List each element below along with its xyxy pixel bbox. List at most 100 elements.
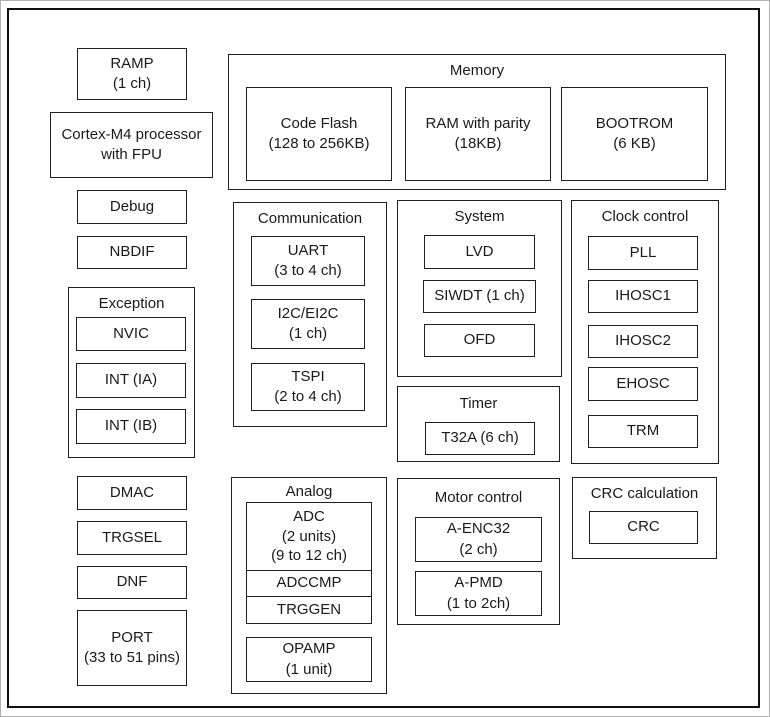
block-crc: CRC <box>589 511 698 544</box>
block-int-ib: INT (IB) <box>76 409 186 444</box>
block-a-enc32-sublabel: (2 ch) <box>459 540 498 558</box>
section-timer: Timer T32A (6 ch) <box>397 386 560 462</box>
block-ihosc1-label: IHOSC1 <box>615 287 671 305</box>
block-tspi-sublabel: (2 to 4 ch) <box>274 388 342 405</box>
block-ofd-label: OFD <box>463 331 496 349</box>
block-trgsel: TRGSEL <box>77 521 187 555</box>
block-ram-label: RAM with parity <box>425 114 531 132</box>
block-crc-label: CRC <box>627 518 660 536</box>
block-debug: Debug <box>77 190 187 224</box>
block-uart-label: UART <box>287 241 329 259</box>
block-port: PORT (33 to 51 pins) <box>77 610 187 686</box>
block-int-ia: INT (IA) <box>76 363 186 398</box>
block-adc-label: ADC <box>293 508 325 526</box>
block-nvic-label: NVIC <box>113 324 149 342</box>
block-ram-with-parity: RAM with parity (18KB) <box>405 87 551 181</box>
block-uart: UART (3 to 4 ch) <box>251 236 365 286</box>
block-cortex-m4-sublabel: with FPU <box>101 146 162 163</box>
block-i2c-sublabel: (1 ch) <box>288 325 328 342</box>
section-communication: Communication UART (3 to 4 ch) I2C/EI2C … <box>233 202 387 427</box>
block-adc-channels: (9 to 12 ch) <box>271 547 347 565</box>
section-memory-title: Memory <box>449 62 505 79</box>
block-dmac: DMAC <box>77 476 187 510</box>
block-trm: TRM <box>588 415 698 448</box>
block-ehosc-label: EHOSC <box>616 374 670 392</box>
block-trgsel-label: TRGSEL <box>101 528 162 546</box>
section-analog: Analog ADC (2 units) (9 to 12 ch) ADCCMP… <box>231 477 387 694</box>
block-ihosc2: IHOSC2 <box>588 325 698 358</box>
block-bootrom-sublabel: (6 KB) <box>613 135 656 152</box>
block-bootrom-label: BOOTROM <box>595 114 674 132</box>
block-a-pmd: A-PMD (1 to 2ch) <box>415 571 542 616</box>
block-a-enc32: A-ENC32 (2 ch) <box>415 517 542 562</box>
section-motor-control: Motor control A-ENC32 (2 ch) A-PMD (1 to… <box>397 478 560 625</box>
block-opamp: OPAMP (1 unit) <box>246 637 372 682</box>
block-siwdt: SIWDT (1 ch) <box>423 280 536 313</box>
block-tspi: TSPI (2 to 4 ch) <box>251 363 365 411</box>
section-system-title: System <box>454 208 505 225</box>
section-motor-control-title: Motor control <box>434 489 523 506</box>
block-a-enc32-label: A-ENC32 <box>446 520 511 538</box>
section-exception-title: Exception <box>98 295 165 312</box>
block-nbdif: NBDIF <box>77 236 187 269</box>
block-int-ia-label: INT (IA) <box>104 371 158 389</box>
block-t32a-label: T32A (6 ch) <box>441 429 519 447</box>
block-dnf-label: DNF <box>116 573 148 591</box>
block-adc-units: (2 units) <box>281 527 337 545</box>
block-adc: ADC (2 units) (9 to 12 ch) <box>247 503 371 570</box>
block-ihosc1: IHOSC1 <box>588 280 698 313</box>
section-crc-calculation: CRC calculation CRC <box>572 477 717 559</box>
block-uart-sublabel: (3 to 4 ch) <box>274 262 342 279</box>
section-memory: Memory Code Flash (128 to 256KB) RAM wit… <box>228 54 726 190</box>
block-i2c-label: I2C/EI2C <box>277 304 339 322</box>
block-dnf: DNF <box>77 566 187 599</box>
block-adc-stack: ADC (2 units) (9 to 12 ch) ADCCMP TRGGEN <box>246 502 372 624</box>
block-debug-label: Debug <box>109 197 155 215</box>
block-ramp-label: RAMP <box>110 54 154 72</box>
section-exception: Exception NVIC INT (IA) INT (IB) <box>68 287 195 458</box>
block-ramp-sublabel: (1 ch) <box>112 75 152 92</box>
diagram-outer-frame: RAMP (1 ch) Cortex-M4 processor with FPU… <box>7 8 760 708</box>
block-port-label: PORT <box>111 628 153 646</box>
section-timer-title: Timer <box>459 395 498 412</box>
block-bootrom: BOOTROM (6 KB) <box>561 87 708 181</box>
block-nbdif-label: NBDIF <box>109 243 155 261</box>
block-tspi-label: TSPI <box>291 367 325 385</box>
block-a-pmd-label: A-PMD <box>454 574 503 592</box>
block-t32a: T32A (6 ch) <box>425 422 535 455</box>
block-nvic: NVIC <box>76 317 186 351</box>
block-code-flash-sublabel: (128 to 256KB) <box>268 135 370 152</box>
section-clock-control: Clock control PLL IHOSC1 IHOSC2 EHOSC TR… <box>571 200 719 464</box>
block-opamp-sublabel: (1 unit) <box>285 660 333 678</box>
block-i2c-ei2c: I2C/EI2C (1 ch) <box>251 299 365 349</box>
block-code-flash: Code Flash (128 to 256KB) <box>246 87 392 181</box>
block-pll: PLL <box>588 236 698 270</box>
block-trggen-label: TRGGEN <box>276 600 342 618</box>
section-analog-title: Analog <box>285 483 333 500</box>
block-trm-label: TRM <box>626 422 660 440</box>
block-code-flash-label: Code Flash <box>280 114 358 132</box>
block-opamp-label: OPAMP <box>282 640 336 658</box>
block-dmac-label: DMAC <box>109 483 155 501</box>
block-trggen: TRGGEN <box>247 596 371 623</box>
block-lvd-label: LVD <box>465 242 494 260</box>
block-lvd: LVD <box>424 235 535 269</box>
block-adccmp-label: ADCCMP <box>276 574 342 592</box>
block-ehosc: EHOSC <box>588 367 698 401</box>
block-cortex-m4-processor: Cortex-M4 processor with FPU <box>50 112 213 178</box>
block-ramp: RAMP (1 ch) <box>77 48 187 100</box>
block-ofd: OFD <box>424 324 535 357</box>
section-communication-title: Communication <box>257 210 363 227</box>
section-crc-calculation-title: CRC calculation <box>590 485 699 502</box>
block-siwdt-label: SIWDT (1 ch) <box>434 287 525 305</box>
block-a-pmd-sublabel: (1 to 2ch) <box>446 594 511 612</box>
block-ihosc2-label: IHOSC2 <box>615 332 671 350</box>
block-port-sublabel: (33 to 51 pins) <box>84 649 180 666</box>
block-pll-label: PLL <box>629 243 657 261</box>
section-clock-control-title: Clock control <box>601 208 689 225</box>
block-int-ib-label: INT (IB) <box>104 417 158 435</box>
block-ram-sublabel: (18KB) <box>454 135 502 152</box>
section-system: System LVD SIWDT (1 ch) OFD <box>397 200 562 377</box>
block-cortex-m4-label: Cortex-M4 processor <box>61 125 202 143</box>
